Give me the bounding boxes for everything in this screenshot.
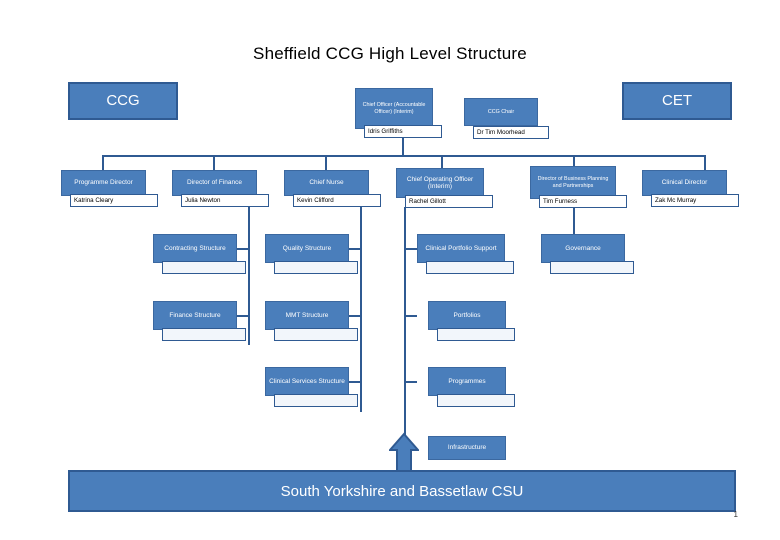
- sub-box-label: Programmes: [448, 377, 486, 385]
- connector-drop-director-2: [213, 155, 215, 170]
- trunk-chief-nurse-vertical: [360, 207, 362, 412]
- sub-box-label: Contracting Structure: [164, 244, 226, 252]
- director-role-label: Programme Director: [74, 179, 133, 187]
- director-nameplate-chief-operating-officer[interactable]: Rachel Gillott: [405, 195, 493, 208]
- sub-box-label: Governance: [565, 244, 601, 252]
- sub-box-quality-structure[interactable]: Quality Structure: [265, 234, 349, 263]
- elbow-clinical-portfolio-support: [404, 248, 417, 250]
- chief-officer-nameplate[interactable]: Idris Griffiths: [364, 125, 442, 138]
- director-name-label: Tim Furness: [543, 198, 578, 205]
- connector-chief-to-bus: [402, 138, 404, 156]
- cet-box[interactable]: CET: [622, 82, 732, 120]
- director-name-label: Zak Mc Murray: [655, 197, 697, 204]
- director-nameplate-director-of-business-planning[interactable]: Tim Furness: [539, 195, 627, 208]
- sub-box-programmes[interactable]: Programmes: [428, 367, 506, 396]
- csu-banner[interactable]: South Yorkshire and Bassetlaw CSU: [68, 470, 736, 512]
- director-box-programme-director[interactable]: Programme Director: [61, 170, 146, 196]
- chief-officer-name: Idris Griffiths: [368, 128, 403, 135]
- director-role-label: Chief Nurse: [309, 179, 344, 187]
- sub-box-label: Quality Structure: [282, 244, 332, 252]
- elbow-clinical-services-structure: [349, 381, 362, 383]
- connector-drop-director-3: [325, 155, 327, 170]
- sub-box-clinical-services-structure[interactable]: Clinical Services Structure: [265, 367, 349, 396]
- connector-drop-director-6: [704, 155, 706, 170]
- sub-box-label: Finance Structure: [169, 311, 221, 319]
- director-nameplate-clinical-director[interactable]: Zak Mc Murray: [651, 194, 739, 207]
- trunk-finance-vertical: [248, 207, 250, 345]
- director-role-label: Clinical Director: [661, 179, 708, 187]
- sub-box-portfolios[interactable]: Portfolios: [428, 301, 506, 330]
- sub-plate-finance-structure[interactable]: [162, 328, 246, 341]
- sub-plate-clinical-portfolio-support[interactable]: [426, 261, 514, 274]
- page-title: Sheffield CCG High Level Structure: [253, 44, 527, 63]
- chief-officer-role: Chief Officer (Accountable Officer) (Int…: [362, 102, 426, 115]
- elbow-finance-structure: [237, 315, 250, 317]
- up-arrow-icon: [387, 432, 421, 473]
- director-box-director-of-finance[interactable]: Director of Finance: [172, 170, 257, 196]
- director-role-label: Director of Business Planning and Partne…: [537, 176, 609, 189]
- sub-plate-mmt-structure[interactable]: [274, 328, 358, 341]
- trunk-business-planning-vertical: [573, 207, 575, 248]
- director-role-label: Director of Finance: [187, 179, 242, 187]
- page-number: 1: [733, 510, 738, 519]
- director-role-label: Chief Operating Officer (Interim): [406, 175, 474, 190]
- sub-plate-contracting-structure[interactable]: [162, 261, 246, 274]
- director-nameplate-chief-nurse[interactable]: Kevin Clifford: [293, 194, 381, 207]
- elbow-quality-structure: [349, 248, 362, 250]
- sub-plate-portfolios[interactable]: [437, 328, 515, 341]
- ccg-chair-nameplate[interactable]: Dr Tim Moorhead: [473, 126, 549, 139]
- ccg-chair-box[interactable]: CCG Chair: [464, 98, 538, 126]
- elbow-mmt-structure: [349, 315, 362, 317]
- ccg-chair-role: CCG Chair: [487, 108, 515, 115]
- sub-box-contracting-structure[interactable]: Contracting Structure: [153, 234, 237, 263]
- sub-box-label: MMT Structure: [285, 311, 329, 319]
- elbow-programmes: [404, 381, 417, 383]
- sub-plate-programmes[interactable]: [437, 394, 515, 407]
- trunk-coo-vertical: [404, 207, 406, 444]
- ccg-box[interactable]: CCG: [68, 82, 178, 120]
- director-box-chief-operating-officer[interactable]: Chief Operating Officer (Interim): [396, 168, 484, 198]
- sub-box-clinical-portfolio-support[interactable]: Clinical Portfolio Support: [417, 234, 505, 263]
- sub-plate-quality-structure[interactable]: [274, 261, 358, 274]
- director-name-label: Julia Newton: [185, 197, 221, 204]
- ccg-label: CCG: [106, 91, 140, 109]
- cet-label: CET: [662, 91, 692, 109]
- sub-box-infrastructure[interactable]: Infrastructure: [428, 436, 506, 460]
- connector-drop-director-1: [102, 155, 104, 170]
- sub-box-label: Infrastructure: [447, 444, 487, 452]
- sub-box-label: Portfolios: [453, 311, 481, 319]
- sub-box-label: Clinical Services Structure: [269, 377, 345, 385]
- sub-plate-clinical-services-structure[interactable]: [274, 394, 358, 407]
- connector-drop-director-5: [573, 155, 575, 170]
- elbow-portfolios: [404, 315, 417, 317]
- ccg-chair-name: Dr Tim Moorhead: [477, 129, 525, 136]
- director-name-label: Rachel Gillott: [409, 198, 446, 205]
- csu-banner-label: South Yorkshire and Bassetlaw CSU: [280, 482, 524, 500]
- director-name-label: Katrina Cleary: [74, 197, 114, 204]
- director-box-clinical-director[interactable]: Clinical Director: [642, 170, 727, 196]
- director-nameplate-programme-director[interactable]: Katrina Cleary: [70, 194, 158, 207]
- connector-drop-director-4: [441, 155, 443, 170]
- connector-horizontal-bus: [102, 155, 706, 157]
- director-box-chief-nurse[interactable]: Chief Nurse: [284, 170, 369, 196]
- sub-plate-governance[interactable]: [550, 261, 634, 274]
- sub-box-mmt-structure[interactable]: MMT Structure: [265, 301, 349, 330]
- chief-officer-box[interactable]: Chief Officer (Accountable Officer) (Int…: [355, 88, 433, 129]
- sub-box-governance[interactable]: Governance: [541, 234, 625, 263]
- sub-box-label: Clinical Portfolio Support: [425, 244, 497, 252]
- elbow-contracting-structure: [237, 248, 250, 250]
- director-nameplate-director-of-finance[interactable]: Julia Newton: [181, 194, 269, 207]
- director-name-label: Kevin Clifford: [297, 197, 334, 204]
- sub-box-finance-structure[interactable]: Finance Structure: [153, 301, 237, 330]
